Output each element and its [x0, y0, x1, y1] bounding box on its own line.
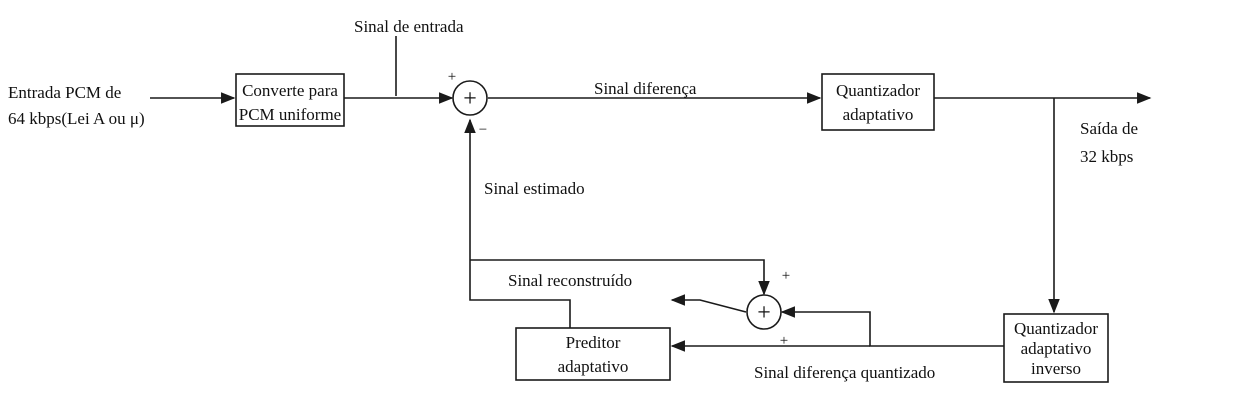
reconstructed-signal-label: Sinal reconstruído	[508, 271, 632, 290]
inverse-quantizer-label-line2: adaptativo	[1021, 339, 1092, 358]
wire-estimated-to-top-summer	[464, 118, 571, 328]
inverse-quantizer-label-line1: Quantizador	[1014, 319, 1098, 338]
wire-estimated-to-bottom-summer	[470, 259, 770, 296]
input-label-line2: 64 kbps(Lei A ou μ)	[8, 109, 145, 128]
output-label-line2: 32 kbps	[1080, 147, 1133, 166]
quantized-difference-signal-label: Sinal diferença quantizado	[754, 363, 935, 382]
converter-label-line2: PCM uniforme	[239, 105, 341, 124]
wire-reconstructed-to-predictor	[670, 294, 747, 313]
inverse-quantizer-block	[1003, 313, 1109, 383]
bottom-summer-bottom-sign: +	[780, 333, 788, 349]
bottom-summer	[746, 294, 782, 330]
predictor-block	[515, 327, 671, 381]
top-summer-input-sign: +	[448, 69, 456, 85]
input-signal-label: Sinal de entrada	[354, 17, 464, 36]
bottom-summer-symbol: +	[757, 300, 771, 326]
top-summer	[452, 80, 488, 116]
converter-block	[235, 73, 345, 127]
inverse-quantizer-label-line3: inverso	[1031, 359, 1081, 378]
output-label-line1: Saída de	[1080, 119, 1138, 138]
converter-label-line1: Converte para	[242, 81, 338, 100]
quantizer-label-line1: Quantizador	[836, 81, 920, 100]
input-label-line1: Entrada PCM de	[8, 83, 121, 102]
predictor-label-line1: Preditor	[566, 333, 621, 352]
top-summer-feedback-sign: −	[479, 122, 487, 138]
estimated-signal-label: Sinal estimado	[484, 179, 585, 198]
quantizer-block	[821, 73, 935, 131]
bottom-summer-top-sign: +	[782, 268, 790, 284]
difference-signal-label: Sinal diferença	[594, 79, 697, 98]
quantizer-label-line2: adaptativo	[843, 105, 914, 124]
wire-inverse-to-bottom-summer	[780, 306, 1004, 347]
top-summer-symbol: +	[463, 86, 477, 112]
predictor-label-line2: adaptativo	[558, 357, 629, 376]
